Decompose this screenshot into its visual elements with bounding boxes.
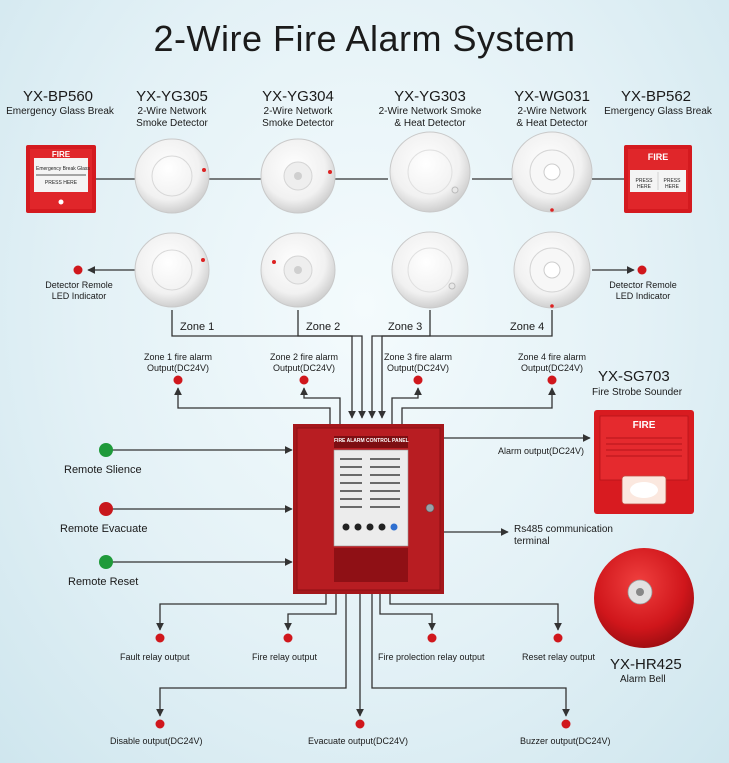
strobe-sounder <box>594 410 694 514</box>
zone3-output-dot <box>413 375 423 385</box>
sounder-face-text: FIRE <box>632 420 656 431</box>
model-yx-bp562: YX-BP562 <box>620 88 692 105</box>
zone-3-label: Zone 3 <box>388 321 423 333</box>
detector-wg031-top <box>511 131 593 213</box>
remote-evacuate-label: Remote Evacuate <box>60 523 148 535</box>
call-point-right <box>624 145 692 213</box>
detector-yg303-top <box>389 131 471 213</box>
model-yx-wg031: YX-WG031 <box>514 88 590 105</box>
call-point-left <box>26 145 96 213</box>
call-point-right-press-text-1: PRESS HERE <box>635 178 653 190</box>
remote-silence-dot <box>99 443 113 457</box>
evacuate-output-dot <box>355 719 365 729</box>
remote-led-left <box>73 265 83 275</box>
call-point-left-fire-text: FIRE <box>51 150 71 159</box>
model-yx-yg304: YX-YG304 <box>262 88 334 105</box>
zone1-output-dot <box>173 375 183 385</box>
buzzer-output-label: Buzzer output(DC24V) <box>520 736 611 746</box>
reset-relay-label: Reset relay output <box>522 652 596 662</box>
fault-relay-label: Fault relay output <box>120 652 190 662</box>
bell-desc: Alarm Bell <box>620 674 666 685</box>
detector-yg304-top <box>260 138 336 214</box>
detector-yg304-bottom <box>260 232 336 308</box>
model-yx-bp560: YX-BP560 <box>22 88 94 105</box>
desc-yx-bp560: Emergency Glass Break <box>6 106 114 117</box>
remote-reset-dot <box>99 555 113 569</box>
sounder-desc: Fire Strobe Sounder <box>592 387 683 398</box>
bell-model: YX-HR425 <box>610 656 682 673</box>
alarm-output-label: Alarm output(DC24V) <box>498 446 585 456</box>
page-title: 2-Wire Fire Alarm System <box>153 18 576 59</box>
detector-yg303-bottom <box>391 231 469 309</box>
call-point-left-break-text: Emergency Break Glass <box>36 166 90 172</box>
zone-4-label: Zone 4 <box>510 321 545 333</box>
disable-output-label: Disable output(DC24V) <box>110 736 203 746</box>
control-panel <box>293 424 444 594</box>
evacuate-output-label: Evacuate output(DC24V) <box>308 736 409 746</box>
remote-silence-label: Remote Slience <box>64 464 142 476</box>
buzzer-output-dot <box>561 719 571 729</box>
sounder-model: YX-SG703 <box>598 368 670 385</box>
remote-led-right <box>637 265 647 275</box>
zone2-output-dot <box>299 375 309 385</box>
call-point-left-press-text: PRESS HERE <box>44 180 78 186</box>
desc-yx-wg031: 2-Wire Network& Heat Detector <box>516 106 588 129</box>
desc-yx-yg303: 2-Wire Network Smoke& Heat Detector <box>378 106 482 129</box>
detector-yg305-top <box>134 138 210 214</box>
call-point-right-press-text-2: PRESS HERE <box>663 178 681 190</box>
remote-evacuate-dot <box>99 502 113 516</box>
disable-output-dot <box>155 719 165 729</box>
reset-relay-dot <box>553 633 563 643</box>
remote-reset-label: Remote Reset <box>68 576 139 588</box>
panel-header: FIRE ALARM CONTROL PANEL <box>334 438 409 444</box>
fire-protection-relay-dot <box>427 633 437 643</box>
fire-relay-dot <box>283 633 293 643</box>
desc-yx-bp562: Emergency Glass Break <box>604 106 712 117</box>
fire-protection-relay-label: Fire prolection relay output <box>378 652 485 662</box>
fault-relay-dot <box>155 633 165 643</box>
alarm-bell <box>594 548 694 648</box>
fire-relay-label: Fire relay output <box>252 652 318 662</box>
model-yx-yg303: YX-YG303 <box>394 88 466 105</box>
zone-1-label: Zone 1 <box>180 321 215 333</box>
zone4-output-dot <box>547 375 557 385</box>
detector-yg305-bottom <box>134 232 210 308</box>
zone-2-label: Zone 2 <box>306 321 341 333</box>
model-yx-yg305: YX-YG305 <box>136 88 208 105</box>
detector-wg031-bottom <box>513 231 591 309</box>
call-point-right-fire-text: FIRE <box>647 152 669 162</box>
